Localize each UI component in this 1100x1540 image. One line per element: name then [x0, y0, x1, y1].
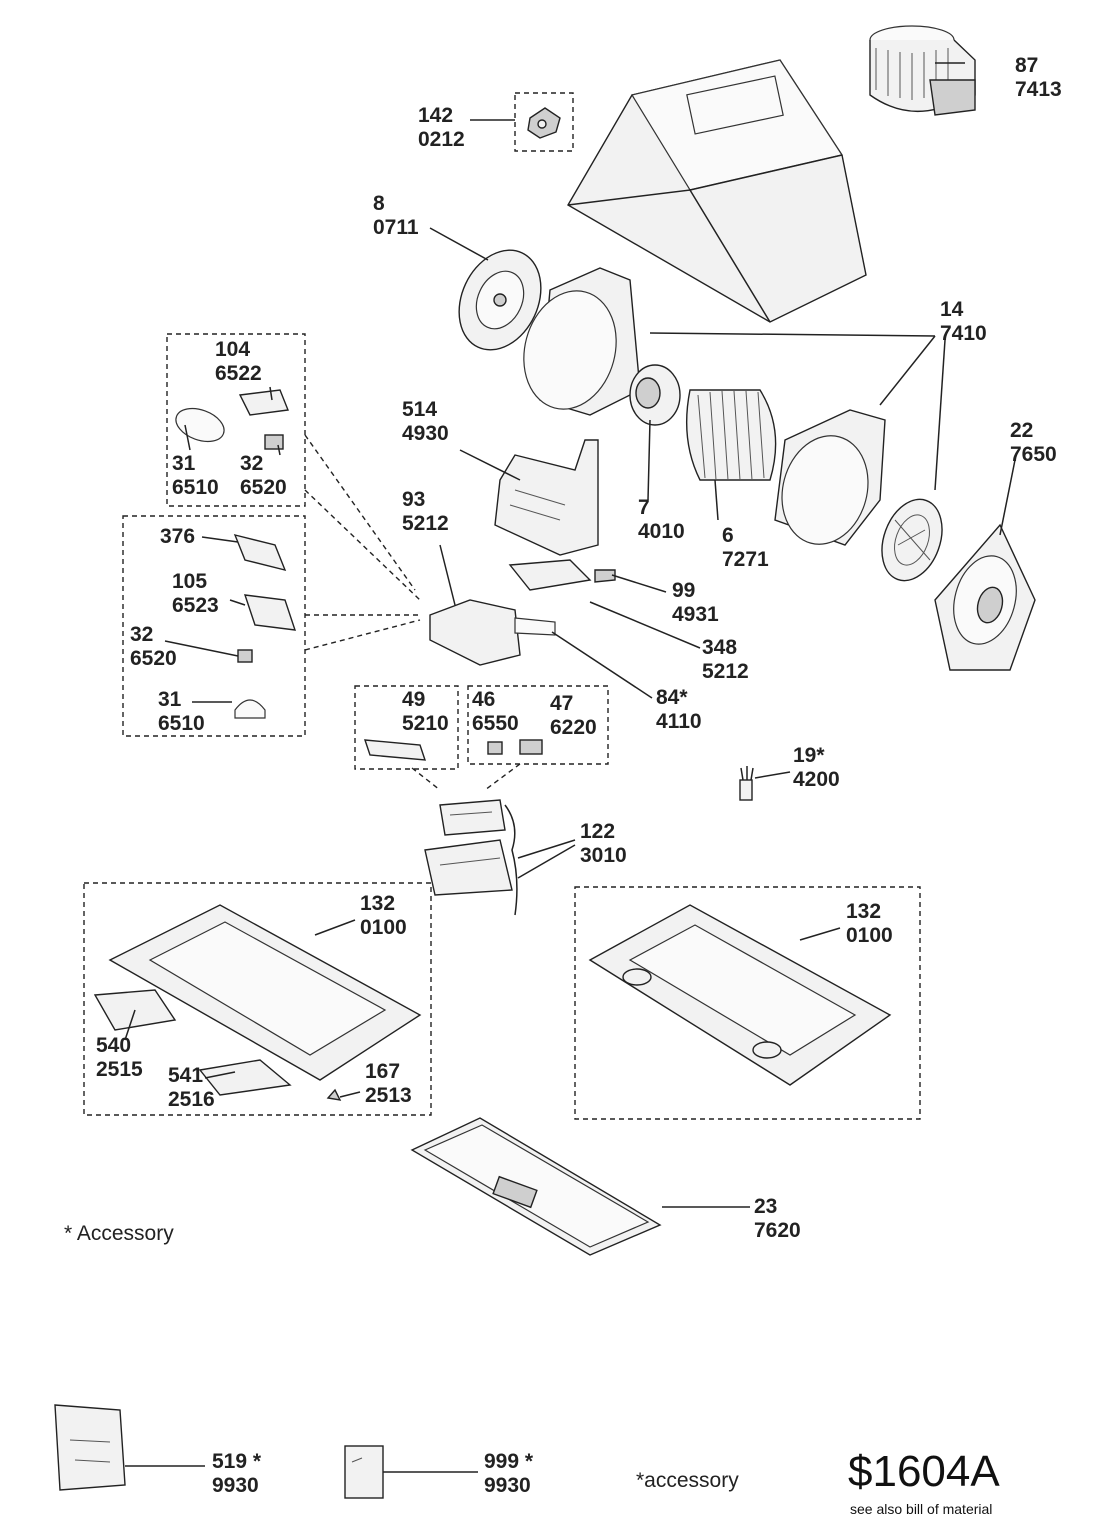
callout-number-31a: 31 — [172, 452, 196, 475]
control-block-drawing — [429, 559, 616, 666]
inlet-ring-drawing — [881, 498, 943, 582]
connector-drawing — [739, 766, 754, 801]
callout-code-541: 2516 — [168, 1088, 215, 1111]
callout-number-19: 19* — [793, 744, 825, 767]
accessory-note: * Accessory — [64, 1222, 174, 1245]
part-104-box — [166, 333, 306, 507]
callout-code-22: 7650 — [1010, 443, 1057, 466]
callout-number-105: 105 — [172, 570, 207, 593]
callout-code-7: 4010 — [638, 520, 685, 543]
callout-number-540: 540 — [96, 1034, 131, 1057]
callout-number-519: 519 * — [212, 1450, 262, 1473]
callout-number-46: 46 — [472, 688, 495, 711]
clip-drawing — [527, 107, 561, 139]
callout-number-84: 84* — [656, 686, 688, 709]
blower-scroll-right-drawing — [774, 409, 886, 546]
callout-number-31b: 31 — [158, 688, 182, 711]
callout-code-6: 7271 — [722, 548, 769, 571]
callout-code-32b: 6520 — [130, 647, 177, 670]
callout-code-8: 0711 — [373, 216, 419, 239]
callout-number-122: 122 — [580, 820, 615, 843]
callout-number-132b: 132 — [846, 900, 881, 923]
blower-cover-drawing — [934, 523, 1036, 671]
drawing-number: $1604A — [848, 1447, 1000, 1496]
callout-number-514: 514 — [402, 398, 437, 421]
bill-of-material-note: see also bill of material — [850, 1501, 992, 1517]
callout-code-142: 0212 — [418, 128, 465, 151]
callout-code-31a: 6510 — [172, 476, 219, 499]
callout-number-167: 167 — [365, 1060, 400, 1083]
part-46-47-box — [467, 685, 609, 765]
lamp-holder-drawing — [175, 389, 289, 450]
callout-code-167: 2513 — [365, 1084, 412, 1107]
duct-adaptor-drawing — [869, 25, 976, 116]
panel-left-box — [83, 882, 432, 1116]
callout-number-999: 999 * — [484, 1450, 534, 1473]
footer-accessory-note: *accessory — [636, 1469, 739, 1492]
callout-code-23: 7620 — [754, 1219, 801, 1242]
hardware-bag-drawing — [54, 1404, 126, 1491]
callout-number-8: 8 — [373, 192, 385, 215]
callout-number-348: 348 — [702, 636, 737, 659]
callout-code-14: 7410 — [940, 322, 987, 345]
callout-number-49: 49 — [402, 688, 425, 711]
callout-code-49: 5210 — [402, 712, 449, 735]
callout-code-122: 3010 — [580, 844, 627, 867]
callout-number-132a: 132 — [360, 892, 395, 915]
callout-code-132a: 0100 — [360, 916, 407, 939]
manual-booklet-drawing — [344, 1445, 384, 1499]
callout-code-93: 5212 — [402, 512, 449, 535]
motor-plate-drawing — [458, 249, 542, 351]
callout-code-540: 2515 — [96, 1058, 143, 1081]
callout-code-32a: 6520 — [240, 476, 287, 499]
callout-number-142: 142 — [418, 104, 453, 127]
callout-code-519: 9930 — [212, 1474, 259, 1497]
part-105-box — [122, 515, 306, 737]
callout-number-99: 99 — [672, 579, 695, 602]
callout-code-132b: 0100 — [846, 924, 893, 947]
callout-code-87: 7413 — [1015, 78, 1062, 101]
bracket-drawing — [494, 439, 599, 556]
callout-376: 376 — [160, 525, 195, 548]
callout-code-104: 6522 — [215, 362, 262, 385]
part-142-box — [514, 92, 574, 152]
callout-code-47: 6220 — [550, 716, 597, 739]
grease-filter-drawing — [410, 1117, 662, 1256]
callout-number-7: 7 — [638, 496, 650, 519]
callout-number-93: 93 — [402, 488, 425, 511]
callout-code-46: 6550 — [472, 712, 519, 735]
switch-parts-drawing — [233, 533, 297, 719]
callout-number-22: 22 — [1010, 419, 1033, 442]
callout-code-84: 4110 — [656, 710, 702, 733]
callout-code-31b: 6510 — [158, 712, 205, 735]
motor-drawing — [629, 364, 681, 426]
callout-number-14: 14 — [940, 298, 964, 321]
callout-number-23: 23 — [754, 1195, 777, 1218]
callout-code-99: 4931 — [672, 603, 719, 626]
callout-code-514: 4930 — [402, 422, 449, 445]
bottom-panel-right-drawing — [588, 904, 892, 1086]
blower-wheel-drawing — [686, 389, 777, 481]
callout-code-999: 9930 — [484, 1474, 531, 1497]
callout-number-541: 541 — [168, 1064, 203, 1087]
callout-number-104: 104 — [215, 338, 250, 361]
hood-housing-drawing — [567, 59, 867, 323]
switch-panel-drawing — [424, 799, 518, 916]
callout-code-19: 4200 — [793, 768, 840, 791]
small-parts-drawing — [363, 739, 543, 761]
bottom-panel-left-drawing — [93, 904, 422, 1101]
callout-number-32b: 32 — [130, 623, 153, 646]
part-49-box — [354, 685, 459, 770]
callout-number-47: 47 — [550, 692, 573, 715]
callout-code-348: 5212 — [702, 660, 749, 683]
callout-number-87: 87 — [1015, 54, 1038, 77]
panel-right-box — [574, 886, 921, 1120]
leader-lines — [124, 62, 1016, 1473]
callout-number-32a: 32 — [240, 452, 263, 475]
callout-code-105: 6523 — [172, 594, 219, 617]
callout-number-6: 6 — [722, 524, 734, 547]
blower-scroll-drawing — [523, 267, 641, 416]
